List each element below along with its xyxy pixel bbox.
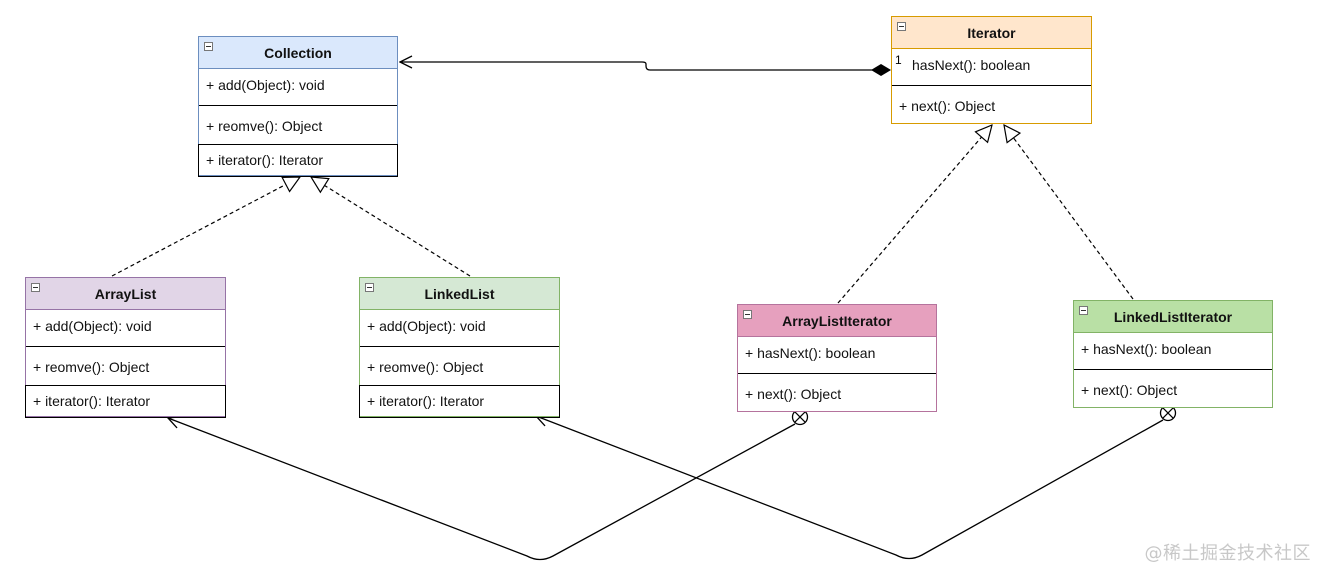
member-iterator: + iterator(): Iterator bbox=[198, 144, 398, 177]
class-linkedlistiterator-header: LinkedListIterator bbox=[1074, 301, 1272, 333]
nesting-circle-linkedlistiterator bbox=[1159, 404, 1177, 422]
composition-edge bbox=[400, 62, 872, 71]
class-linkedlist-header: LinkedList bbox=[360, 278, 559, 310]
class-linkedlist[interactable]: LinkedList + add(Object): void + reomve(… bbox=[359, 277, 560, 418]
separator bbox=[360, 346, 559, 347]
class-collection-name: Collection bbox=[264, 45, 332, 61]
separator bbox=[26, 346, 225, 347]
member-next: + next(): Object bbox=[745, 386, 842, 402]
class-arraylistiterator-header: ArrayListIterator bbox=[738, 305, 936, 337]
class-arraylist[interactable]: ArrayList + add(Object): void + reomve()… bbox=[25, 277, 226, 418]
collapse-icon[interactable] bbox=[743, 310, 752, 319]
member-iterator: + iterator(): Iterator bbox=[359, 385, 560, 418]
separator bbox=[1074, 369, 1272, 370]
collapse-icon[interactable] bbox=[31, 283, 40, 292]
realization-linkedlistiterator-iterator bbox=[1004, 125, 1134, 300]
collapse-icon[interactable] bbox=[897, 22, 906, 31]
class-linkedlistiterator[interactable]: LinkedListIterator + hasNext(): boolean … bbox=[1073, 300, 1273, 408]
member-add: + add(Object): void bbox=[206, 77, 325, 93]
class-collection-header: Collection bbox=[199, 37, 397, 69]
class-iterator-header: Iterator bbox=[892, 17, 1091, 49]
class-arraylist-name: ArrayList bbox=[94, 286, 157, 302]
watermark: @稀土掘金技术社区 bbox=[1144, 543, 1311, 564]
member-hasnext: + hasNext(): boolean bbox=[745, 345, 876, 361]
class-linkedlist-name: LinkedList bbox=[424, 286, 495, 302]
realization-arraylist-collection bbox=[111, 177, 300, 277]
member-next: + next(): Object bbox=[1081, 382, 1178, 398]
collapse-icon[interactable] bbox=[204, 42, 213, 51]
collapse-icon[interactable] bbox=[365, 283, 374, 292]
member-hasnext: hasNext(): boolean bbox=[892, 49, 1091, 85]
class-linkedlistiterator-name: LinkedListIterator bbox=[1113, 309, 1233, 325]
collapse-icon[interactable] bbox=[1079, 306, 1088, 315]
member-add: + add(Object): void bbox=[367, 318, 486, 334]
nesting-edge-linkedlistiterator bbox=[536, 416, 1164, 560]
member-reomve: + reomve(): Object bbox=[33, 359, 150, 375]
class-iterator[interactable]: Iterator hasNext(): boolean + next(): Ob… bbox=[891, 16, 1092, 124]
member-hasnext: + hasNext(): boolean bbox=[1081, 341, 1212, 357]
class-collection[interactable]: Collection + add(Object): void + reomve(… bbox=[198, 36, 398, 177]
class-arraylistiterator[interactable]: ArrayListIterator + hasNext(): boolean +… bbox=[737, 304, 937, 412]
member-reomve: + reomve(): Object bbox=[367, 359, 484, 375]
nesting-edge-arraylistiterator bbox=[168, 418, 796, 561]
separator bbox=[199, 105, 397, 106]
member-hasnext-text: hasNext(): boolean bbox=[912, 57, 1031, 73]
composition-diamond bbox=[871, 64, 891, 76]
member-add: + add(Object): void bbox=[33, 318, 152, 334]
class-arraylist-header: ArrayList bbox=[26, 278, 225, 310]
class-arraylistiterator-name: ArrayListIterator bbox=[782, 313, 892, 329]
member-iterator: + iterator(): Iterator bbox=[25, 385, 226, 418]
separator bbox=[892, 85, 1091, 86]
member-reomve: + reomve(): Object bbox=[206, 118, 323, 134]
member-next: + next(): Object bbox=[899, 98, 996, 114]
nesting-circle-arraylistiterator bbox=[791, 408, 809, 426]
multiplicity-label: 1 bbox=[895, 53, 902, 67]
realization-arraylistiterator-iterator bbox=[837, 125, 992, 304]
realization-linkedlist-collection bbox=[311, 177, 471, 277]
class-iterator-name: Iterator bbox=[967, 25, 1016, 41]
separator bbox=[738, 373, 936, 374]
